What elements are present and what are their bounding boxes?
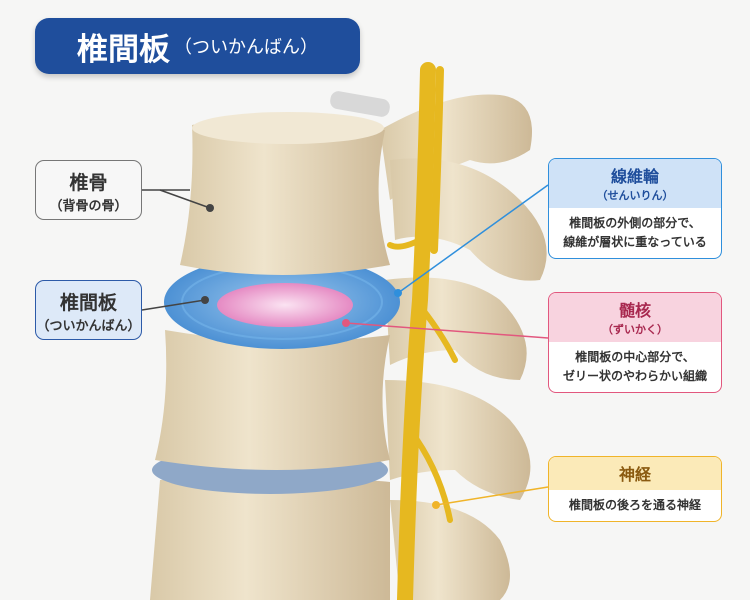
label-desc: 椎間板の後ろを通る神経 xyxy=(568,498,701,512)
middle-vertebra xyxy=(155,330,390,470)
label-sub: （ついかんばん） xyxy=(36,319,141,334)
leader-lines xyxy=(141,184,549,506)
label-sub: （背骨の骨） xyxy=(49,199,128,214)
spinal-nerve xyxy=(387,62,458,600)
label-desc: 椎間板の外側の部分で、 xyxy=(569,216,701,230)
label-sub: （ずいかく） xyxy=(602,323,668,336)
label-annulus-fibrosus: 線維輪 （せんいりん） 椎間板の外側の部分で、線維が層状に重なっている xyxy=(548,158,722,259)
upper-vertebra xyxy=(180,116,390,275)
label-nerve: 神経 椎間板の後ろを通る神経 xyxy=(548,456,722,522)
label-desc: ゼリー状のやわらかい組織 xyxy=(562,369,707,383)
label-nucleus-pulposus: 髄核 （ずいかく） 椎間板の中心部分で、ゼリー状のやわらかい組織 xyxy=(548,292,722,393)
label-vertebra: 椎骨 （背骨の骨） xyxy=(35,160,142,220)
label-title: 椎骨 xyxy=(69,172,108,194)
page-title: 椎間板 （ついかんばん） xyxy=(35,18,360,74)
label-title: 椎間板 xyxy=(59,292,117,314)
title-main: 椎間板 xyxy=(77,31,170,68)
label-sub: （せんいりん） xyxy=(596,189,674,202)
lower-vertebra xyxy=(150,475,390,600)
label-desc: 線維が層状に重なっている xyxy=(563,235,707,249)
label-desc: 椎間板の中心部分で、 xyxy=(575,350,695,364)
label-disc: 椎間板 （ついかんばん） xyxy=(35,280,142,340)
nucleus-pulposus xyxy=(217,283,353,327)
label-title: 髄核 xyxy=(618,301,651,320)
label-title: 神経 xyxy=(618,465,651,484)
label-title: 線維輪 xyxy=(610,167,659,186)
title-reading: （ついかんばん） xyxy=(174,37,318,58)
